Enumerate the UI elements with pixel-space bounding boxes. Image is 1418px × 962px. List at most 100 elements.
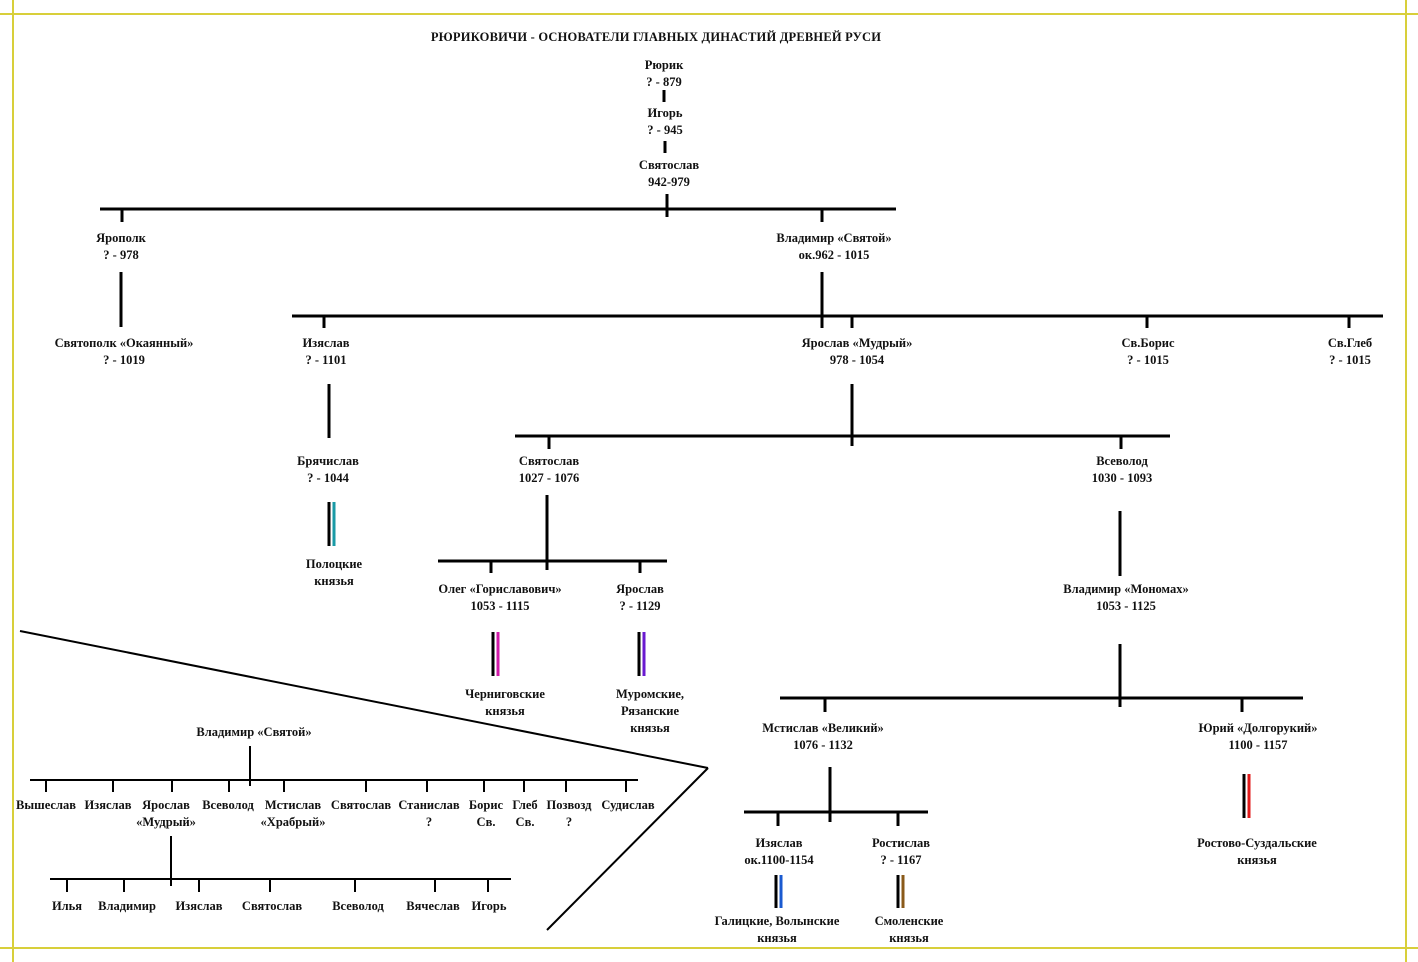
person-years: ? - 1044 [307,471,349,485]
person-name: Олег «Гориславович» [438,582,562,596]
inset-son-line: Мстислав [264,798,322,812]
dynasty-line: Черниговские [465,687,545,701]
inset-son-line: Изяслав [84,798,132,812]
inset-son: Станислав? [398,797,459,831]
person-svyatopolk: Святополк «Окаянный»? - 1019 [55,335,194,369]
person-name: Брячислав [297,454,359,468]
inset-son-line: ? [425,815,433,829]
person-years: ? - 978 [103,248,139,262]
dynasty-markers [327,502,1251,908]
inset-son-line: Св. [476,815,496,829]
person-years: ? - 1101 [305,353,347,367]
person-name: Владимир «Мономах» [1063,582,1189,596]
person-name: Игорь [647,106,683,120]
person-name: Рюрик [644,58,684,72]
inset-son-line: ? [565,815,573,829]
inset-son-line: Станислав [398,798,460,812]
dynasty-line: князья [485,704,525,718]
person-years: ок.962 - 1015 [798,248,870,262]
dynasty-line: Смоленские [874,914,944,928]
person-boris: Св.Борис ? - 1015 [1121,335,1174,369]
inset-grandson: Илья [51,899,83,913]
person-yaropolk: Ярополк ? - 978 [96,230,146,264]
person-svyatoslav-yaroslavich: Святослав 1027 - 1076 [519,453,579,487]
inset-son-line: Ярослав [142,798,190,812]
person-name: Св.Глеб [1327,336,1373,350]
inset-son: Ярослав «Мудрый» [136,797,196,831]
person-years: 1053 - 1125 [1096,599,1156,613]
inset-son-line: Глеб [512,798,538,812]
inset-son-line: «Мудрый» [136,815,196,829]
person-name: Изяслав [302,336,350,350]
dynasty-line: Муромские, [616,687,684,701]
person-name: Ростислав [871,836,931,850]
person-mstislav: Мстислав «Великий» 1076 - 1132 [762,720,884,754]
person-years: 1053 - 1115 [470,599,530,613]
person-yuri: Юрий «Долгорукий» 1100 - 1157 [1198,720,1317,754]
dynasty-line: Ростово-Суздальские [1197,836,1317,850]
inset-son: Всеволод [202,797,254,814]
inset-son-line: Борис [468,798,504,812]
person-rurik: Рюрик ? - 879 [645,57,684,91]
person-years: 978 - 1054 [829,353,885,367]
person-name: Св.Борис [1121,336,1175,350]
person-name: Мстислав «Великий» [762,721,884,735]
person-years: ок.1100-1154 [744,853,814,867]
inset-son: Святослав [331,797,391,814]
person-name: Ярослав «Мудрый» [801,336,913,350]
inset-grandson: Владимир [98,899,156,913]
inset-son-line: Всеволод [202,798,254,812]
dynasty-murom: Муромские, Рязанские князья [616,686,684,737]
dynasty-line: Рязанские [620,704,680,718]
dynasty-line: князья [889,931,929,945]
inset-root: Владимир «Святой» [196,725,312,739]
inset-grandson: Игорь [471,899,507,913]
person-years: ? - 879 [646,75,682,89]
person-years: ? - 1015 [1329,353,1371,367]
dynasty-line: Полоцкие [305,557,363,571]
inset-son-line: Св. [515,815,535,829]
person-years: ? - 1015 [1127,353,1169,367]
person-name: Владимир «Святой» [776,231,892,245]
inset-grandson: Всеволод [332,899,384,913]
person-years: 942-979 [648,175,690,189]
person-name: Ярополк [96,231,146,245]
dynasty-line: князья [314,574,354,588]
tree-connectors [19,90,1383,931]
person-years: 1076 - 1132 [793,738,853,752]
inset-son: Мстислав «Храбрый» [261,797,326,831]
dynasty-line: князья [1237,853,1277,867]
person-years: ? - 1167 [880,853,922,867]
person-years: ? - 1129 [619,599,661,613]
dynasty-polotsk: Полоцкие князья [306,556,362,590]
dynasty-line: Галицкие, Волынские [714,914,840,928]
person-izyaslav-mstislavich: Изяслав ок.1100-1154 [744,835,813,869]
person-oleg: Олег «Гориславович» 1053 - 1115 [438,581,561,615]
person-rostislav: Ростислав ? - 1167 [872,835,930,869]
person-gleb: Св.Глеб ? - 1015 [1328,335,1372,369]
person-years: 1100 - 1157 [1228,738,1288,752]
inset-grandson: Вячеслав [406,899,460,913]
person-name: Ярослав [616,582,664,596]
person-years: 1030 - 1093 [1091,471,1153,485]
person-name: Юрий «Долгорукий» [1198,721,1318,735]
person-igor: Игорь ? - 945 [647,105,682,139]
connector-line [546,767,709,931]
person-name: Святослав [518,454,580,468]
inset-son-line: «Храбрый» [260,815,326,829]
person-izyaslav: Изяслав ? - 1101 [302,335,349,369]
dynasty-chernigov: Черниговские князья [465,686,545,720]
dynasty-rostov: Ростово-Суздальские князья [1197,835,1317,869]
person-years: ? - 945 [647,123,683,137]
inset-son-line: Святослав [330,798,392,812]
dynasty-line: князья [630,721,670,735]
inset-son: Судислав [601,797,654,814]
person-years: 1027 - 1076 [518,471,580,485]
person-name: Изяслав [755,836,803,850]
